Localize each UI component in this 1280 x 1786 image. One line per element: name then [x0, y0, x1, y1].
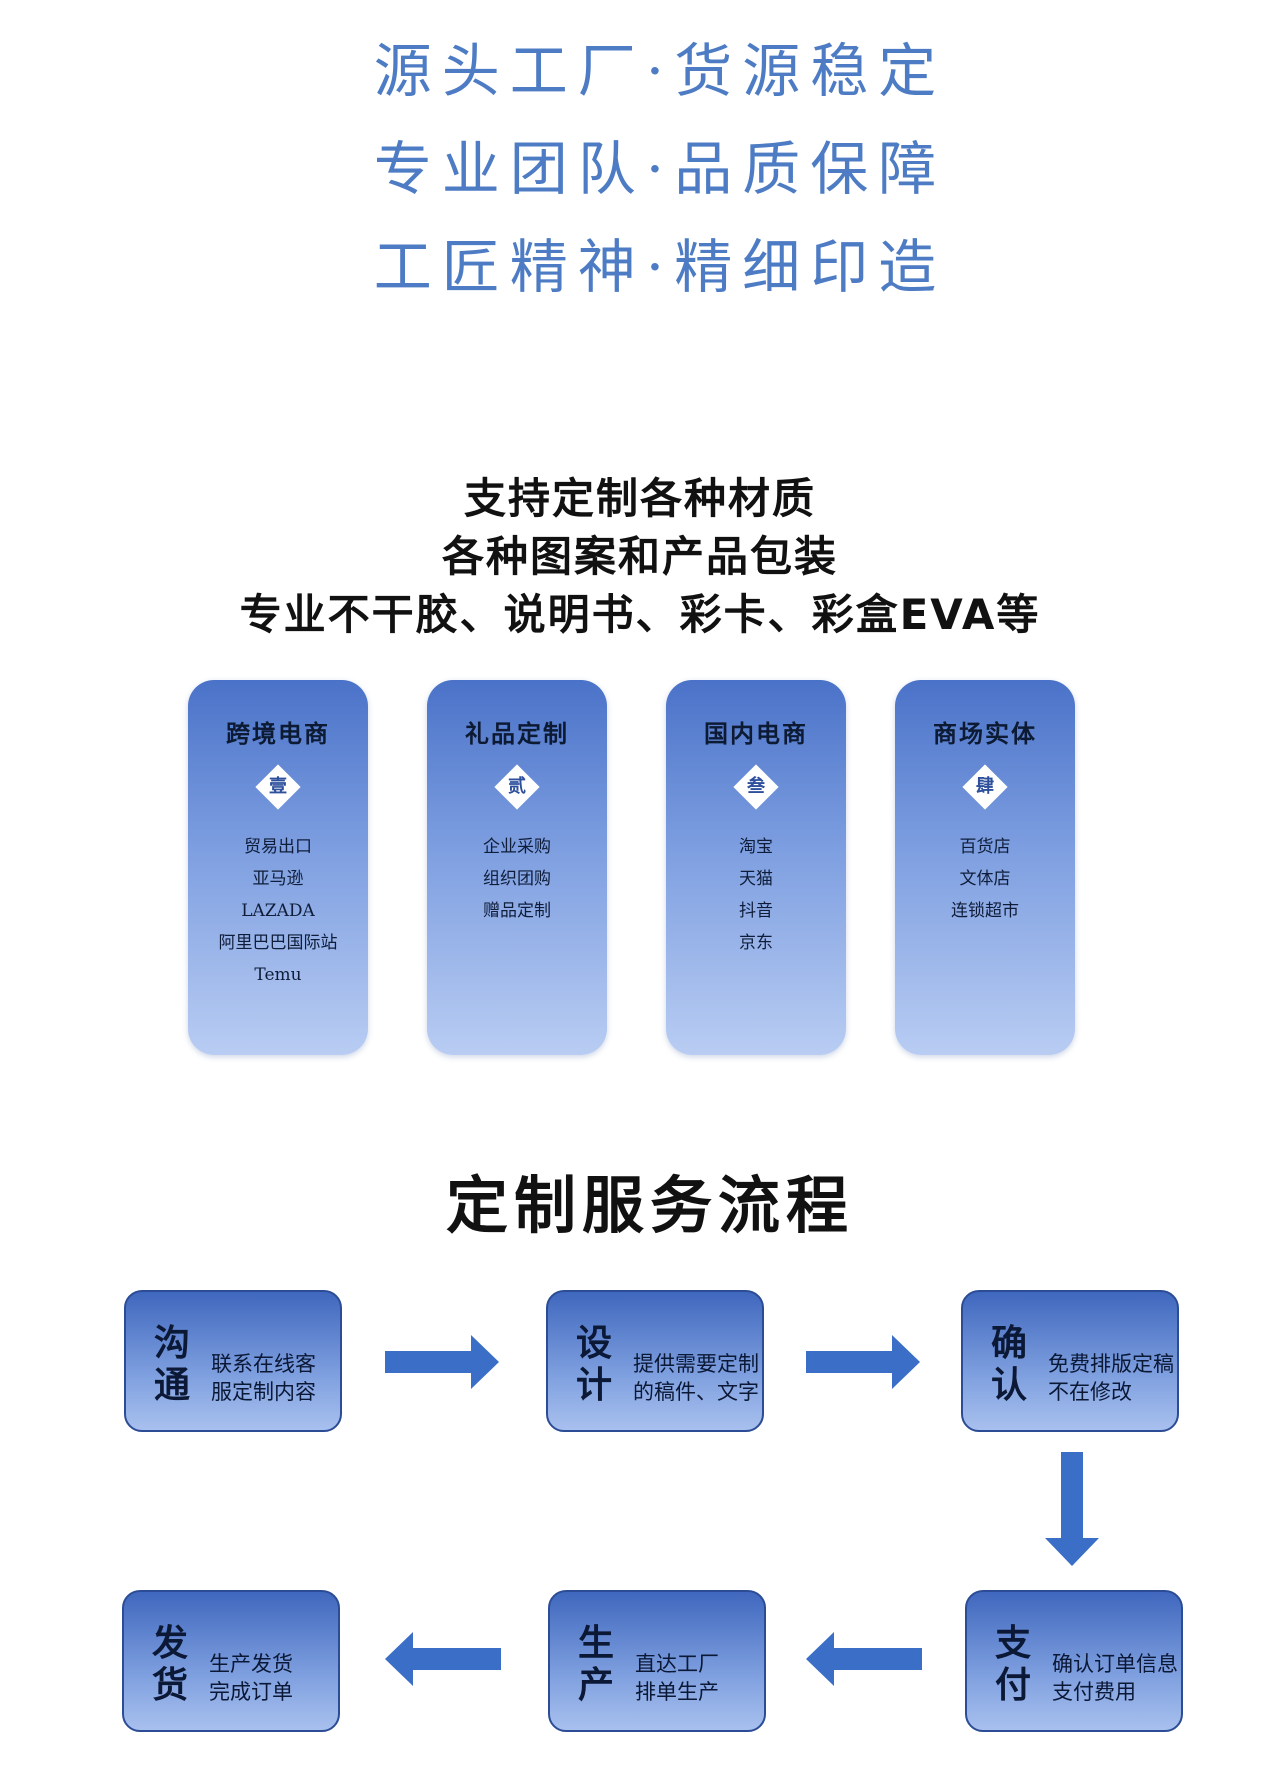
card-item: Temu [254, 965, 302, 985]
step-desc-line: 直达工厂 [635, 1652, 719, 1676]
step-production[interactable]: 生产 直达工厂 排单生产 [548, 1590, 766, 1732]
step-head: 支付 [995, 1622, 1032, 1706]
step-desc-line: 免费排版定稿 [1048, 1352, 1174, 1376]
step-desc-line: 联系在线客 [211, 1352, 316, 1376]
step-desc-line: 的稿件、文字 [633, 1380, 759, 1404]
card-numeral: 肆 [976, 776, 994, 797]
step-head: 生产 [578, 1622, 615, 1706]
card-item: 贸易出口 [244, 837, 312, 857]
slogan-line-2: 专业团队·品质保障 [373, 135, 947, 203]
numeral-diamond-icon: 贰 [494, 764, 540, 810]
step-shipping[interactable]: 发货 生产发货 完成订单 [122, 1590, 340, 1732]
step-desc: 确认订单信息 支付费用 [1052, 1650, 1178, 1706]
intro-block: 支持定制各种材质 各种图案和产品包装 专业不干胶、说明书、彩卡、彩盒EVA等 [0, 470, 1280, 644]
intro-line-1: 支持定制各种材质 [463, 474, 816, 523]
step-desc-line: 生产发货 [209, 1652, 293, 1676]
slogan-line-1: 源头工厂·货源稳定 [373, 37, 947, 105]
card-item: 连锁超市 [951, 901, 1019, 921]
card-item: LAZADA [241, 901, 315, 921]
card-retail[interactable]: 商场实体 肆 百货店 文体店 连锁超市 [895, 680, 1075, 1055]
arrow-right-icon [806, 1335, 920, 1389]
card-domestic[interactable]: 国内电商 叁 淘宝 天猫 抖音 京东 [666, 680, 846, 1055]
card-item: 文体店 [959, 869, 1011, 889]
step-head: 设计 [576, 1322, 613, 1406]
card-title: 礼品定制 [465, 720, 569, 748]
step-confirm[interactable]: 确认 免费排版定稿 不在修改 [961, 1290, 1179, 1432]
step-desc-line: 不在修改 [1048, 1380, 1132, 1404]
step-desc: 直达工厂 排单生产 [635, 1650, 719, 1706]
card-cross-border[interactable]: 跨境电商 壹 贸易出口 亚马逊 LAZADA 阿里巴巴国际站 Temu [188, 680, 368, 1055]
card-item: 抖音 [739, 901, 773, 921]
arrow-left-icon [806, 1632, 922, 1686]
step-desc-line: 提供需要定制 [633, 1352, 759, 1376]
card-title: 跨境电商 [226, 720, 330, 748]
step-desc: 联系在线客 服定制内容 [211, 1350, 316, 1406]
step-desc-line: 排单生产 [635, 1680, 719, 1704]
step-design[interactable]: 设计 提供需要定制 的稿件、文字 [546, 1290, 764, 1432]
step-head: 沟通 [154, 1322, 191, 1406]
step-head: 确认 [991, 1322, 1028, 1406]
step-desc-line: 服定制内容 [211, 1380, 316, 1404]
step-payment[interactable]: 支付 确认订单信息 支付费用 [965, 1590, 1183, 1732]
card-item: 京东 [739, 933, 773, 953]
numeral-diamond-icon: 壹 [255, 764, 301, 810]
card-title: 国内电商 [704, 720, 808, 748]
slogan-line-3: 工匠精神·精细印造 [373, 233, 947, 301]
card-item: 百货店 [959, 837, 1011, 857]
card-item: 淘宝 [739, 837, 773, 857]
card-item: 赠品定制 [483, 901, 551, 921]
numeral-diamond-icon: 叁 [733, 764, 779, 810]
step-communicate[interactable]: 沟通 联系在线客 服定制内容 [124, 1290, 342, 1432]
arrow-right-icon [385, 1335, 499, 1389]
card-item: 亚马逊 [252, 869, 304, 889]
process-title: 定制服务流程 [445, 1169, 854, 1242]
numeral-diamond-icon: 肆 [962, 764, 1008, 810]
arrow-down-icon [1045, 1452, 1099, 1566]
step-desc-line: 完成订单 [209, 1680, 293, 1704]
card-title: 商场实体 [933, 720, 1037, 748]
step-head: 发货 [152, 1622, 189, 1706]
intro-line-2: 各种图案和产品包装 [441, 532, 838, 581]
step-desc: 提供需要定制 的稿件、文字 [633, 1350, 759, 1406]
card-item: 组织团购 [483, 869, 551, 889]
card-item: 阿里巴巴国际站 [218, 933, 338, 953]
step-desc: 生产发货 完成订单 [209, 1650, 293, 1706]
card-item: 企业采购 [483, 837, 551, 857]
intro-line-3: 专业不干胶、说明书、彩卡、彩盒EVA等 [239, 590, 1041, 639]
card-numeral: 叁 [747, 776, 765, 797]
card-numeral: 壹 [269, 776, 287, 797]
step-desc-line: 支付费用 [1052, 1680, 1136, 1704]
arrow-left-icon [385, 1632, 501, 1686]
card-item: 天猫 [739, 869, 773, 889]
slogan-block: 源头工厂·货源稳定 专业团队·品质保障 工匠精神·精细印造 [0, 22, 1280, 316]
step-desc-line: 确认订单信息 [1052, 1652, 1178, 1676]
step-desc: 免费排版定稿 不在修改 [1048, 1350, 1174, 1406]
card-gift[interactable]: 礼品定制 贰 企业采购 组织团购 赠品定制 [427, 680, 607, 1055]
card-numeral: 贰 [508, 776, 526, 797]
